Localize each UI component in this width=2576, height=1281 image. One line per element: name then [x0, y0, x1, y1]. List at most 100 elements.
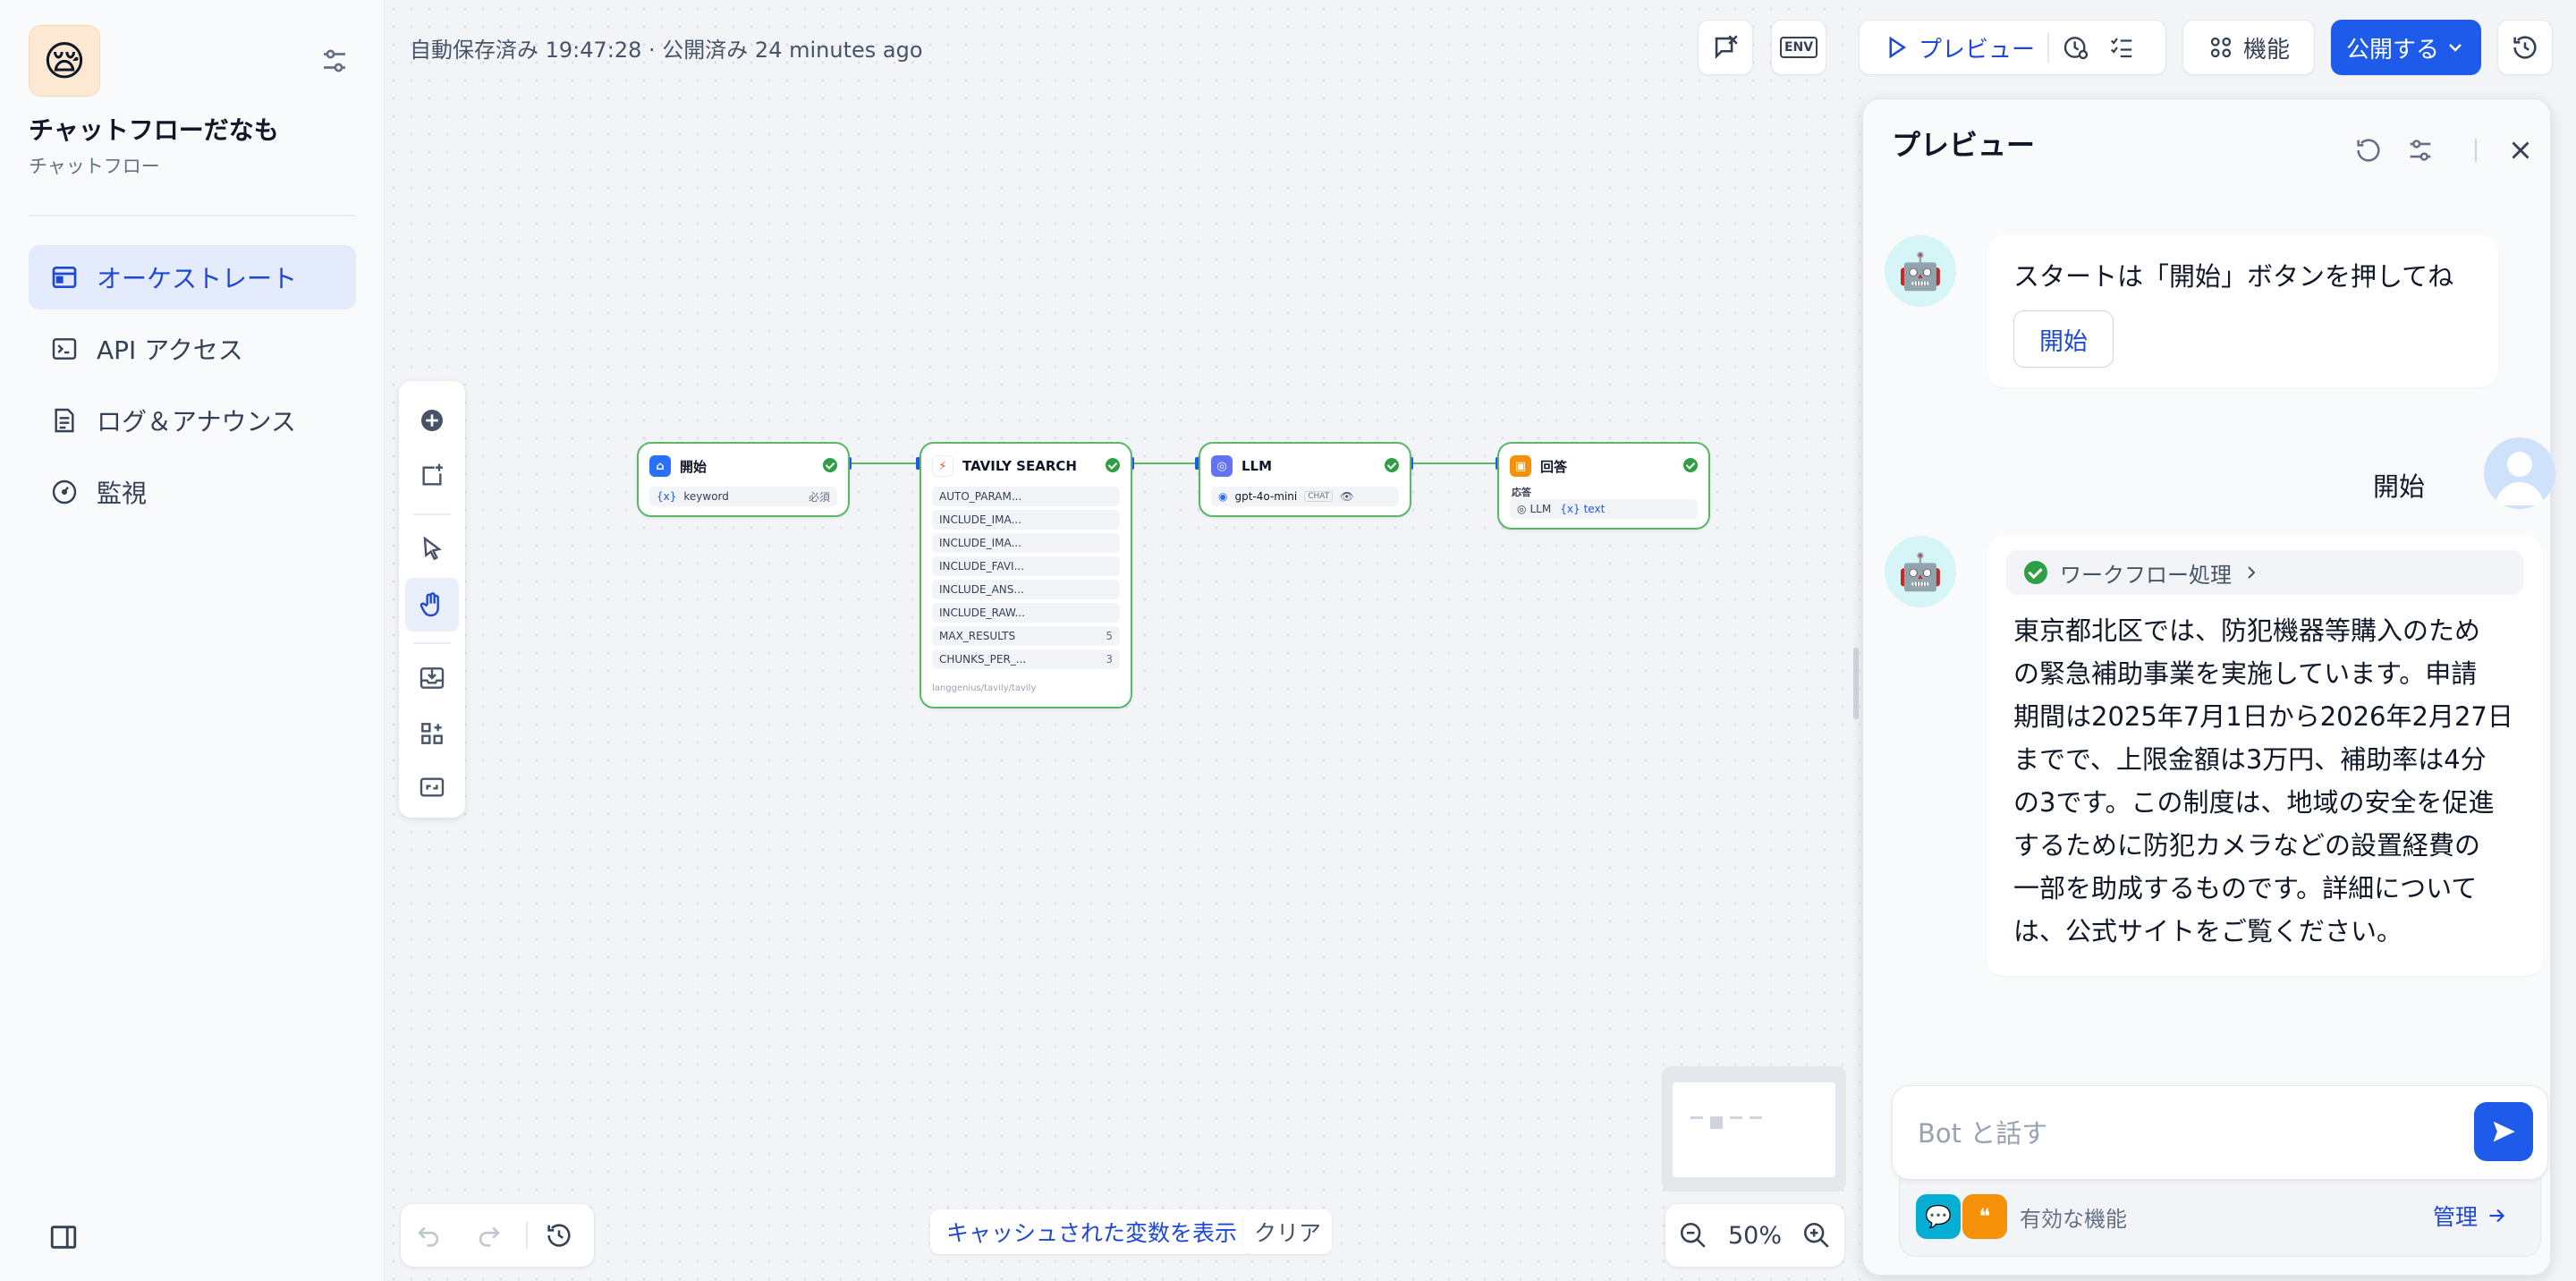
model-row: ◉ gpt-4o-mini CHAT 👁: [1211, 487, 1399, 506]
zoom-control: 50%: [1665, 1204, 1844, 1267]
checklist-icon[interactable]: [2108, 34, 2135, 61]
nav-item-logs[interactable]: ログ＆アナウンス: [29, 388, 356, 453]
minimap[interactable]: [1662, 1066, 1846, 1192]
nav-item-monitoring[interactable]: 監視: [29, 460, 356, 524]
env-icon: ENV: [1779, 37, 1818, 58]
model-mode-badge: CHAT: [1304, 491, 1334, 502]
preview-button-group: プレビュー: [1859, 20, 2166, 75]
pointer-tool[interactable]: [405, 522, 459, 576]
node-handle[interactable]: [1195, 457, 1200, 470]
node-title: LLM: [1241, 458, 1273, 474]
show-cached-variables-button[interactable]: キャッシュされた変数を表示: [930, 1209, 1254, 1254]
env-button[interactable]: ENV: [1771, 20, 1826, 75]
param-name: INCLUDE_IMA...: [939, 537, 1021, 549]
plus-circle-icon: [421, 410, 443, 431]
node-tavily-search[interactable]: ⚡ TAVILY SEARCH AUTO_PARAM... INCLUDE_IM…: [919, 442, 1132, 708]
app-type: チャットフロー: [29, 156, 160, 177]
hand-tool[interactable]: [405, 578, 459, 632]
param-row: AUTO_PARAM...: [932, 487, 1120, 506]
param-value: 5: [1106, 630, 1113, 642]
param-name: AUTO_PARAM...: [939, 490, 1022, 503]
version-history-button[interactable]: [2497, 20, 2553, 75]
close-icon[interactable]: [2505, 135, 2536, 165]
answer-text: 東京都北区では、防犯機器等購入のため の緊急補助事業を実施しています。申請 期間…: [2013, 615, 2513, 946]
node-title: TAVILY SEARCH: [962, 458, 1077, 474]
node-handle[interactable]: [916, 457, 921, 470]
undo-redo-bar: [401, 1204, 594, 1267]
redo-icon[interactable]: [474, 1220, 504, 1251]
features-button[interactable]: 機能: [2182, 20, 2315, 75]
param-row: INCLUDE_ANS...: [932, 580, 1120, 599]
node-header: ◎ LLM: [1211, 453, 1399, 479]
nav-label: API アクセス: [97, 335, 243, 365]
edge-llm-answer: [1411, 462, 1497, 464]
nav-label: オーケストレート: [97, 264, 298, 293]
run-history-icon[interactable]: [2062, 33, 2090, 62]
user-message: 開始: [2373, 471, 2426, 502]
node-variable-row: {x} keyword 必須: [649, 487, 837, 506]
workflow-process-chip[interactable]: ワークフロー処理: [2006, 550, 2523, 595]
nav-item-orchestrate[interactable]: オーケストレート: [29, 245, 356, 310]
start-button[interactable]: 開始: [2013, 310, 2114, 368]
param-name: INCLUDE_ANS...: [939, 583, 1024, 596]
add-node-tool[interactable]: [405, 394, 459, 447]
app-settings-icon[interactable]: [318, 45, 351, 77]
node-llm[interactable]: ◎ LLM ◉ gpt-4o-mini CHAT 👁: [1199, 442, 1411, 517]
refresh-icon[interactable]: [2353, 135, 2384, 165]
chat-input[interactable]: [1918, 1111, 2454, 1156]
answer-icon: ▣: [1510, 455, 1531, 477]
history-icon[interactable]: [544, 1220, 574, 1251]
zoom-out-icon[interactable]: [1678, 1220, 1708, 1251]
sidebar-collapse-icon[interactable]: [48, 1222, 79, 1252]
greeting-text: スタートは「開始」ボタンを押してね: [2013, 261, 2454, 292]
variable-icon: {x}: [1560, 503, 1580, 515]
tavily-icon: ⚡: [932, 455, 953, 477]
send-button[interactable]: [2474, 1102, 2533, 1161]
zoom-level[interactable]: 50%: [1727, 1221, 1782, 1250]
required-badge: 必須: [808, 490, 830, 504]
app-name: チャットフローだなも: [29, 115, 279, 145]
panel-divider: [2475, 139, 2477, 162]
greeting-bubble: スタートは「開始」ボタンを押してね 開始: [1987, 235, 2498, 387]
chevron-right-icon: [2248, 566, 2256, 579]
clear-button[interactable]: クリア: [1243, 1209, 1333, 1254]
success-check-icon: [2024, 561, 2047, 584]
hand-icon: [419, 592, 439, 617]
answer-bubble: ワークフロー処理 東京都北区では、防犯機器等購入のため の緊急補助事業を実施して…: [1987, 536, 2543, 976]
disable-checklist-button[interactable]: [1698, 20, 1753, 75]
chat-input-box: [1892, 1085, 2548, 1180]
openai-icon: ◉: [1218, 490, 1228, 503]
nav-item-api-access[interactable]: API アクセス: [29, 317, 356, 381]
nav-label: ログ＆アナウンス: [97, 407, 296, 437]
organize-blocks-tool[interactable]: [405, 707, 459, 760]
node-start[interactable]: ⌂ 開始 {x} keyword 必須: [637, 442, 850, 517]
zoom-in-icon[interactable]: [1801, 1220, 1832, 1251]
node-title: 回答: [1540, 458, 1568, 475]
llm-small-icon: ◎: [1517, 503, 1527, 515]
param-value: 3: [1106, 653, 1113, 666]
app-icon[interactable]: 😪: [29, 25, 100, 97]
node-answer[interactable]: ▣ 回答 応答 ◎ LLM {x} text: [1497, 442, 1710, 530]
add-note-tool[interactable]: [405, 449, 459, 503]
manage-link[interactable]: 管理: [2433, 1200, 2508, 1232]
export-image-tool[interactable]: [405, 651, 459, 705]
features-bar: 💬 ❝ 有効な機能 管理: [1899, 1175, 2541, 1257]
undo-icon[interactable]: [413, 1220, 444, 1251]
maximize-canvas-tool[interactable]: [405, 760, 459, 814]
source-var: text: [1583, 503, 1606, 515]
variable-icon: {x}: [657, 490, 677, 503]
param-row: INCLUDE_IMA...: [932, 533, 1120, 553]
minimap-viewport: [1673, 1082, 1835, 1177]
publish-label: 公開する: [2345, 36, 2439, 64]
features-label: 機能: [2242, 36, 2290, 64]
publish-button[interactable]: 公開する: [2331, 20, 2481, 75]
history-icon: [2513, 36, 2537, 59]
toolbar-divider: [413, 513, 451, 515]
panel-resize-handle[interactable]: [1853, 648, 1859, 719]
variables-settings-icon[interactable]: [2405, 135, 2436, 165]
maximize-icon: [419, 777, 445, 797]
nav-label: 監視: [97, 479, 148, 508]
workflow-label: ワークフロー処理: [2060, 562, 2232, 588]
home-icon: ⌂: [649, 455, 671, 477]
preview-button[interactable]: プレビュー: [1919, 36, 2036, 64]
